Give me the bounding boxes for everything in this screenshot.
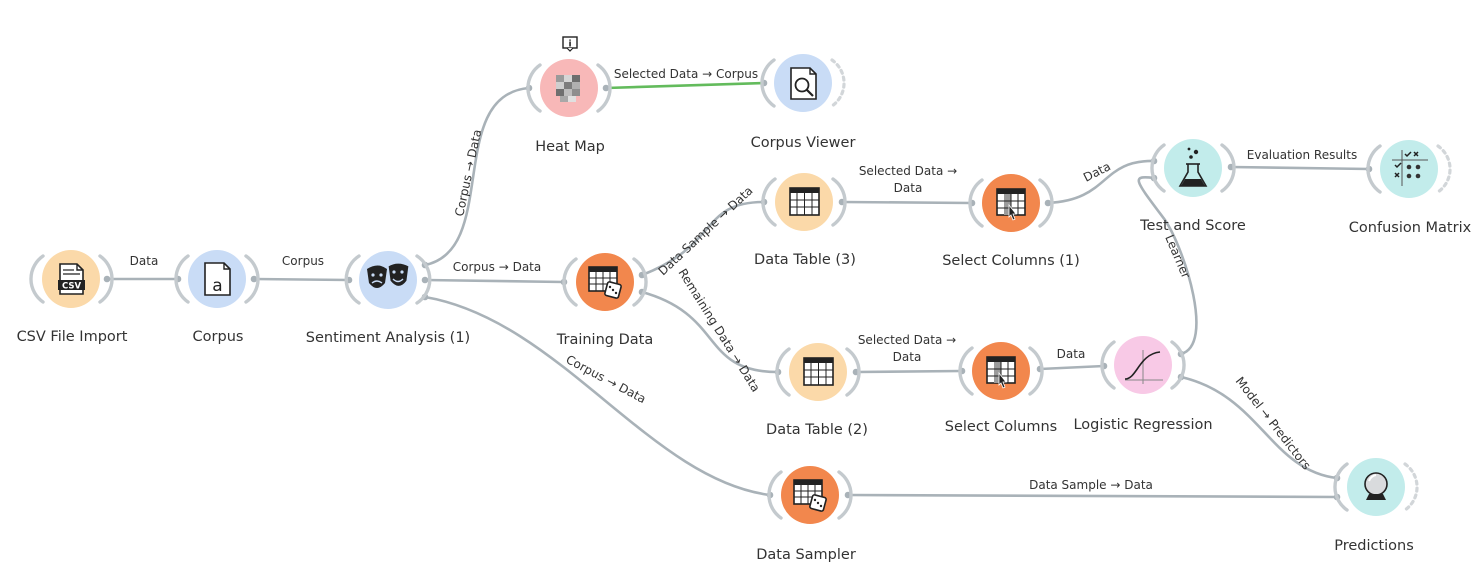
node-confusion-matrix[interactable]: Confusion Matrix — [1349, 140, 1472, 236]
node-label-data-sampler: Data Sampler — [756, 547, 856, 563]
node-label-predictions: Predictions — [1334, 538, 1414, 554]
link-label-dt2-selcols-2: Data — [893, 350, 922, 364]
node-heat-map[interactable]: i Heat Map — [526, 36, 612, 155]
link-label-dt2-selcols-1: Selected Data → — [858, 333, 956, 347]
heatmap-icon — [556, 75, 580, 102]
link-sentiment-training[interactable] — [424, 278, 565, 284]
link-label-selcols-logreg: Data — [1057, 347, 1086, 361]
link-label-dt3-selcols1-1: Selected Data → — [859, 164, 957, 178]
link-corpus-sentiment[interactable] — [253, 277, 350, 282]
node-label-heat-map: Heat Map — [535, 139, 605, 155]
svg-text:a: a — [212, 276, 222, 296]
link-training-dt2[interactable] — [641, 290, 779, 374]
node-predictions[interactable]: Predictions — [1333, 458, 1419, 554]
magnifier-document-icon — [790, 67, 817, 100]
link-label-dt3-selcols1-2: Data — [894, 181, 923, 195]
node-data-table-3[interactable]: Data Table (3) — [754, 173, 856, 268]
svg-text:CSV: CSV — [62, 282, 82, 292]
link-dt3-selcols1[interactable] — [841, 200, 973, 205]
link-heatmap-corpusviewer[interactable] — [605, 81, 765, 90]
link-label-training-dt2: Remaining Data → Data — [675, 266, 762, 394]
link-label-training-dt3: Data Sample → Data — [655, 184, 755, 279]
node-label-select-columns-1: Select Columns (1) — [942, 253, 1080, 269]
node-label-confusion-matrix: Confusion Matrix — [1349, 220, 1472, 236]
table-icon — [789, 187, 820, 216]
link-dt2-selcols[interactable] — [855, 369, 963, 374]
node-test-and-score[interactable]: Test and Score — [1139, 139, 1246, 234]
node-label-training-data: Training Data — [556, 332, 653, 348]
select-columns-icon — [986, 356, 1016, 389]
flask-icon — [1178, 147, 1208, 187]
link-label-logreg-predictions: Model → Predictors — [1233, 374, 1314, 472]
link-sentiment-sampler[interactable] — [424, 295, 771, 497]
link-label-sentiment-sampler: Corpus → Data — [564, 352, 649, 406]
link-label-sentiment-heatmap: Corpus → Data — [452, 128, 484, 217]
link-testscore-confusion[interactable] — [1230, 165, 1370, 171]
node-data-sampler[interactable]: Data Sampler — [756, 466, 856, 563]
node-label-corpus: Corpus — [193, 329, 244, 345]
node-sentiment-analysis[interactable]: Sentiment Analysis (1) — [306, 251, 470, 346]
table-icon — [803, 357, 834, 386]
link-selcols1-testscore[interactable] — [1047, 159, 1155, 205]
node-label-data-table-3: Data Table (3) — [754, 252, 856, 268]
link-label-sampler-predictions: Data Sample → Data — [1029, 478, 1153, 492]
node-select-columns-1[interactable]: Select Columns (1) — [942, 174, 1080, 269]
link-label-csv-corpus: Data — [130, 254, 159, 268]
sigmoid-curve-icon — [1124, 350, 1163, 384]
node-logistic-regression[interactable]: Logistic Regression — [1073, 336, 1213, 433]
links — [107, 81, 1370, 499]
node-label-logistic-regression: Logistic Regression — [1073, 417, 1212, 433]
corpus-document-icon: a — [204, 262, 231, 296]
node-label-select-columns: Select Columns — [945, 419, 1057, 435]
link-label-selcols1-testscore: Data — [1081, 159, 1113, 184]
node-label-corpus-viewer: Corpus Viewer — [751, 135, 856, 151]
node-select-columns[interactable]: Select Columns — [945, 342, 1057, 435]
node-corpus-viewer[interactable]: Corpus Viewer — [751, 54, 856, 151]
link-logreg-testscore[interactable] — [1137, 176, 1198, 356]
svg-text:i: i — [568, 40, 571, 50]
table-dice-icon — [793, 479, 827, 512]
link-label-heatmap-corpusviewer: Selected Data → Corpus — [614, 67, 758, 81]
csv-file-icon: CSV — [58, 263, 85, 295]
link-logreg-predictions[interactable] — [1180, 375, 1338, 480]
link-training-dt3[interactable] — [641, 200, 765, 277]
node-label-test-and-score: Test and Score — [1139, 218, 1246, 234]
crystal-ball-icon — [1364, 472, 1388, 500]
link-label-logreg-testscore: Learner — [1162, 233, 1193, 281]
info-badge-icon[interactable]: i — [562, 36, 578, 52]
confusion-matrix-icon — [1392, 150, 1428, 186]
link-label-testscore-confusion: Evaluation Results — [1247, 148, 1357, 162]
node-training-data[interactable]: Training Data — [556, 253, 653, 348]
node-label-data-table-2: Data Table (2) — [766, 422, 868, 438]
node-data-table-2[interactable]: Data Table (2) — [766, 343, 868, 438]
node-label-sentiment-analysis: Sentiment Analysis (1) — [306, 330, 470, 346]
link-label-corpus-sentiment: Corpus — [282, 254, 324, 268]
link-sampler-predictions[interactable] — [847, 493, 1338, 499]
select-columns-icon — [996, 188, 1026, 221]
table-dice-icon — [588, 266, 622, 299]
node-label-csv-file-import: CSV File Import — [17, 329, 128, 345]
link-sentiment-heatmap[interactable] — [424, 86, 530, 267]
node-corpus[interactable]: a Corpus — [174, 250, 260, 345]
link-selcols-logreg[interactable] — [1039, 364, 1105, 371]
link-label-sentiment-training: Corpus → Data — [453, 260, 541, 274]
node-csv-file-import[interactable]: CSV CSV File Import — [17, 250, 128, 345]
theater-masks-icon — [367, 262, 410, 288]
